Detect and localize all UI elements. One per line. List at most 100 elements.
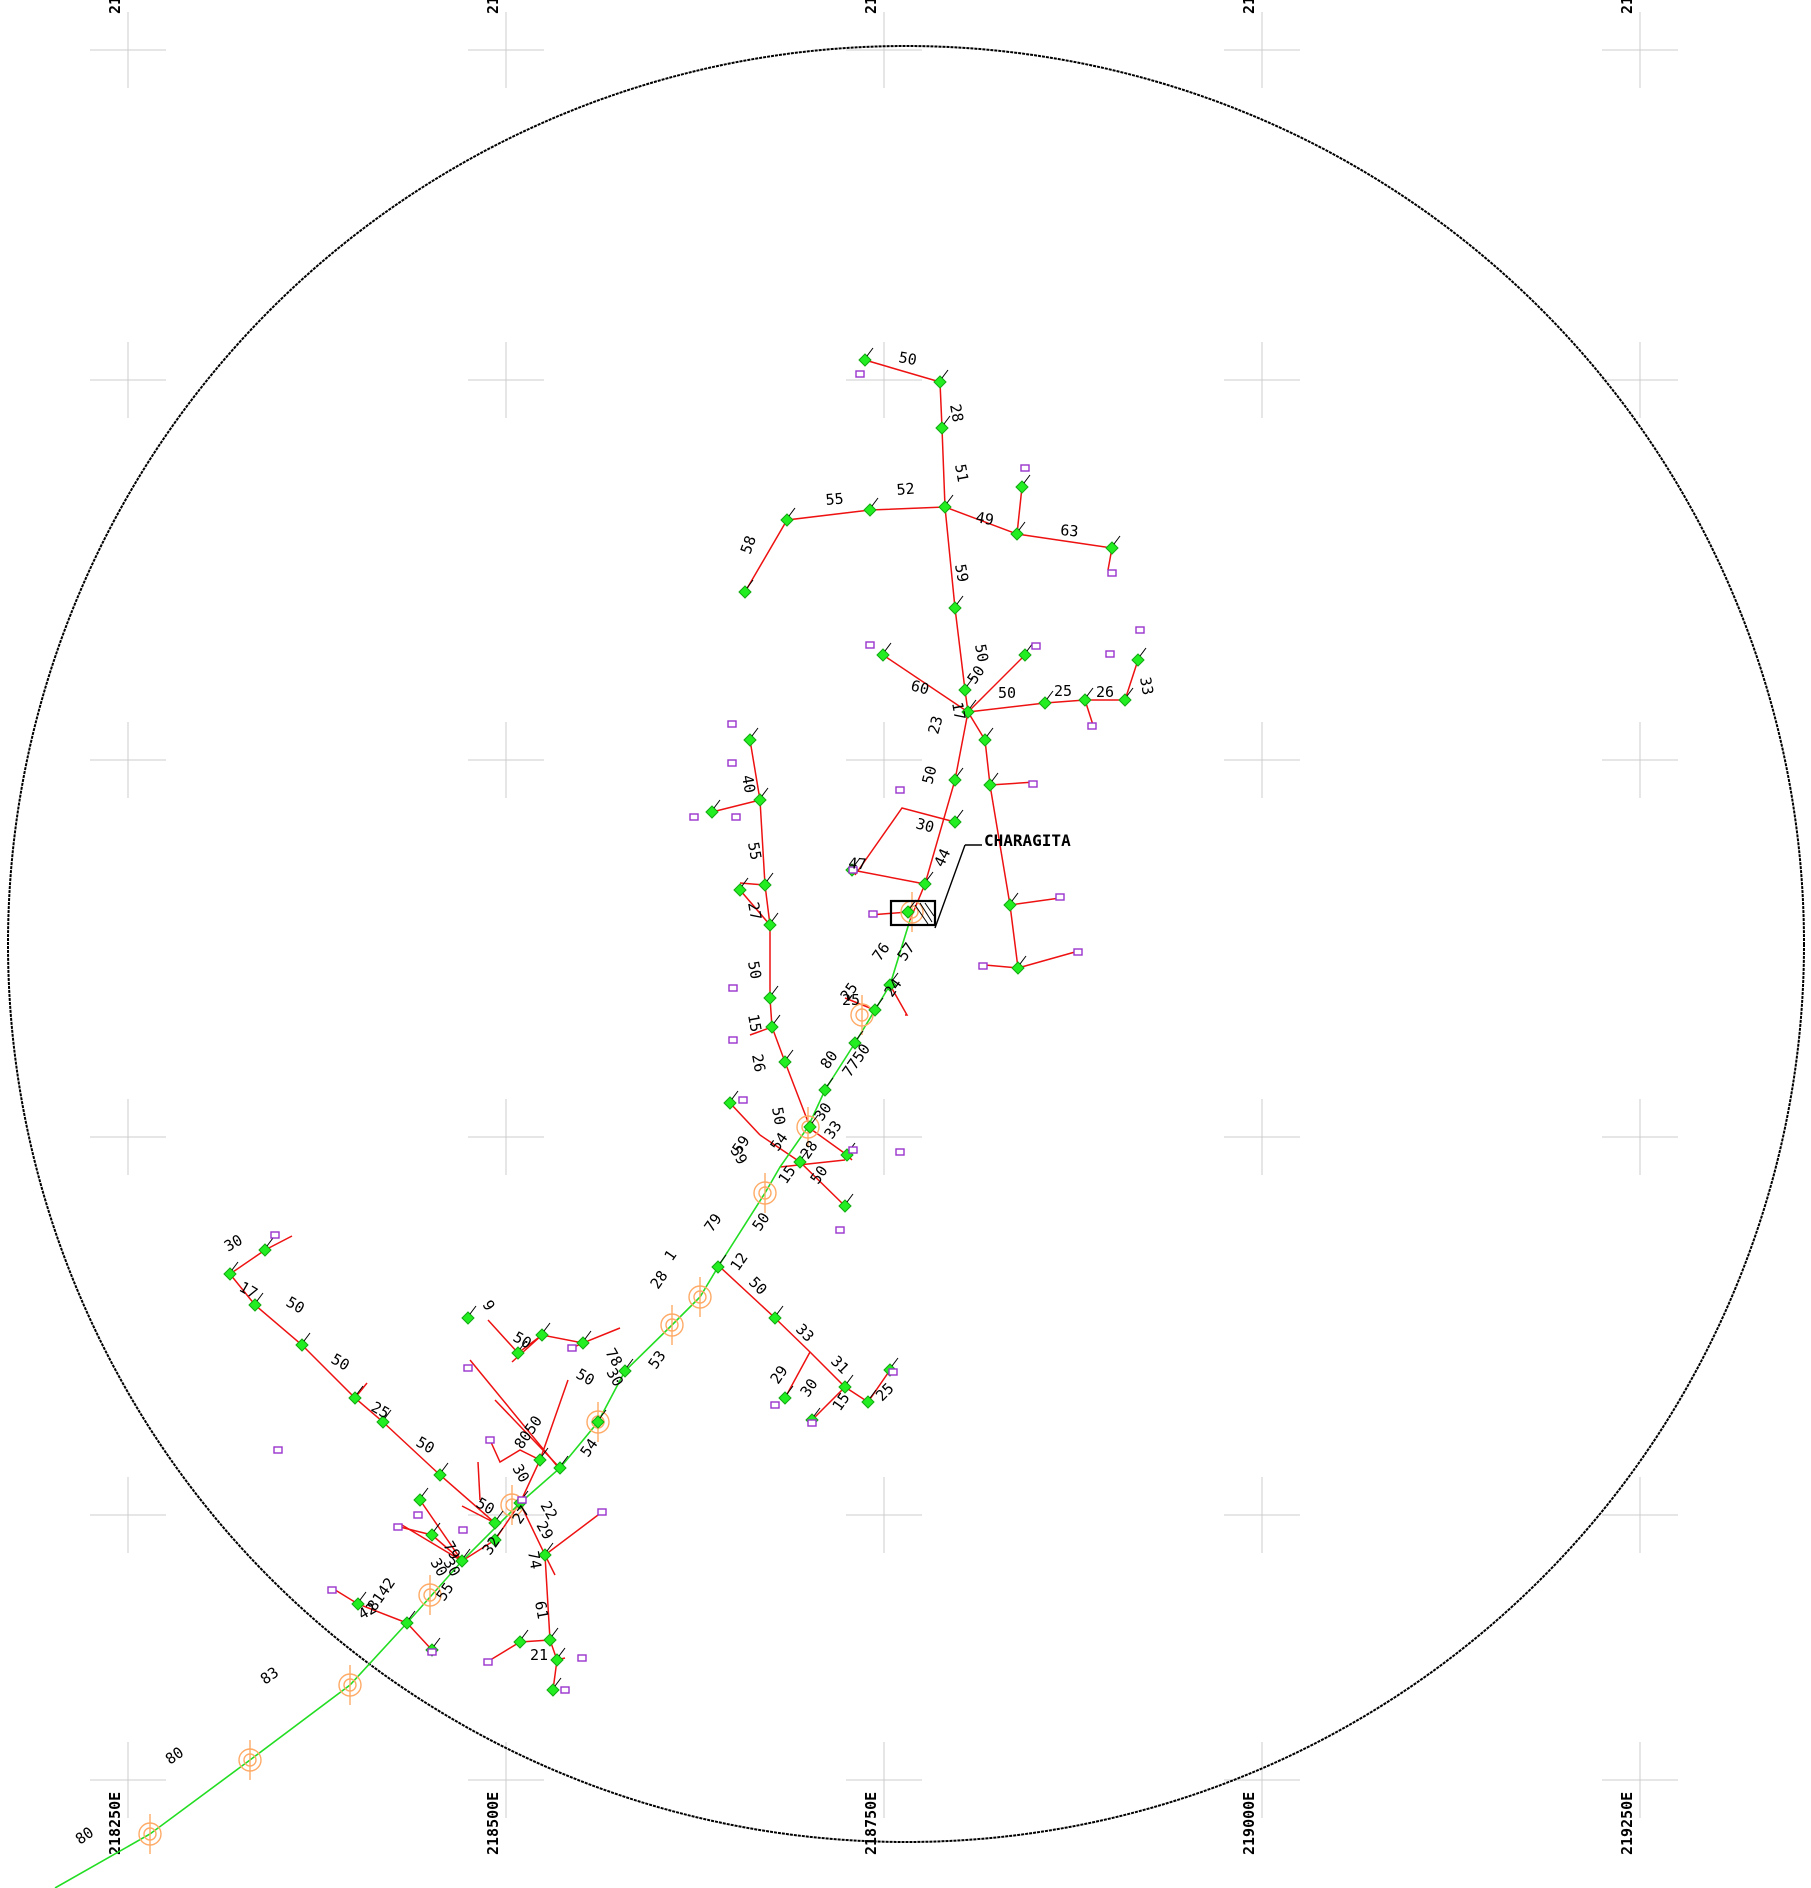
purple-endpoint-icon[interactable] (270, 1231, 280, 1239)
green-node-icon[interactable] (400, 1616, 414, 1630)
purple-endpoint-icon[interactable] (868, 910, 878, 918)
purple-endpoint-icon[interactable] (413, 1511, 423, 1519)
green-node-icon[interactable] (768, 1311, 782, 1325)
green-node-icon[interactable] (1015, 480, 1029, 494)
purple-endpoint-icon[interactable] (728, 984, 738, 992)
purple-endpoint-icon[interactable] (731, 813, 741, 821)
purple-endpoint-icon[interactable] (978, 962, 988, 970)
green-node-icon[interactable] (511, 1346, 525, 1360)
green-node-icon[interactable] (983, 778, 997, 792)
green-node-icon[interactable] (1011, 961, 1025, 975)
purple-endpoint-icon[interactable] (1055, 893, 1065, 901)
purple-endpoint-icon[interactable] (689, 813, 699, 821)
purple-endpoint-icon[interactable] (727, 720, 737, 728)
purple-endpoint-icon[interactable] (560, 1686, 570, 1694)
green-node-icon[interactable] (848, 1036, 862, 1050)
green-node-icon[interactable] (935, 421, 949, 435)
green-node-icon[interactable] (763, 918, 777, 932)
green-node-icon[interactable] (838, 1380, 852, 1394)
green-node-icon[interactable] (433, 1468, 447, 1482)
purple-endpoint-icon[interactable] (807, 1419, 817, 1427)
purple-endpoint-icon[interactable] (577, 1654, 587, 1662)
green-node-icon[interactable] (538, 1548, 552, 1562)
purple-endpoint-icon[interactable] (273, 1446, 283, 1454)
green-node-icon[interactable] (723, 1096, 737, 1110)
purple-endpoint-icon[interactable] (1135, 626, 1145, 634)
green-node-icon[interactable] (858, 353, 872, 367)
green-node-icon[interactable] (1131, 653, 1145, 667)
purple-endpoint-icon[interactable] (458, 1526, 468, 1534)
green-node-icon[interactable] (863, 503, 877, 517)
purple-endpoint-icon[interactable] (895, 1148, 905, 1156)
green-node-icon[interactable] (550, 1653, 564, 1667)
green-node-icon[interactable] (461, 1311, 475, 1325)
green-node-icon[interactable] (711, 1260, 725, 1274)
green-node-icon[interactable] (535, 1328, 549, 1342)
green-node-icon[interactable] (576, 1336, 590, 1350)
purple-endpoint-icon[interactable] (597, 1508, 607, 1516)
green-node-icon[interactable] (778, 1055, 792, 1069)
purple-endpoint-icon[interactable] (855, 370, 865, 378)
green-node-icon[interactable] (1010, 527, 1024, 541)
green-node-icon[interactable] (818, 1083, 832, 1097)
green-node-icon[interactable] (488, 1533, 502, 1547)
green-node-icon[interactable] (733, 883, 747, 897)
purple-endpoint-icon[interactable] (1073, 948, 1083, 956)
purple-endpoint-icon[interactable] (393, 1523, 403, 1531)
green-node-icon[interactable] (961, 705, 975, 719)
green-node-icon[interactable] (1018, 648, 1032, 662)
purple-endpoint-icon[interactable] (1031, 642, 1041, 650)
green-node-icon[interactable] (793, 1155, 807, 1169)
green-node-icon[interactable] (705, 805, 719, 819)
purple-endpoint-icon[interactable] (1020, 464, 1030, 472)
purple-endpoint-icon[interactable] (727, 759, 737, 767)
purple-endpoint-icon[interactable] (888, 1368, 898, 1376)
green-node-icon[interactable] (778, 1391, 792, 1405)
green-node-icon[interactable] (553, 1461, 567, 1475)
purple-endpoint-icon[interactable] (1028, 780, 1038, 788)
purple-endpoint-icon[interactable] (738, 1096, 748, 1104)
green-node-icon[interactable] (488, 1516, 502, 1530)
purple-endpoint-icon[interactable] (848, 1146, 858, 1154)
green-node-icon[interactable] (948, 815, 962, 829)
purple-endpoint-icon[interactable] (1105, 650, 1115, 658)
green-node-icon[interactable] (765, 1020, 779, 1034)
green-node-icon[interactable] (948, 773, 962, 787)
green-node-icon[interactable] (248, 1298, 262, 1312)
purple-endpoint-icon[interactable] (835, 1226, 845, 1234)
purple-endpoint-icon[interactable] (865, 641, 875, 649)
green-node-icon[interactable] (1003, 898, 1017, 912)
green-node-icon[interactable] (1038, 696, 1052, 710)
green-node-icon[interactable] (1105, 541, 1119, 555)
purple-endpoint-icon[interactable] (770, 1401, 780, 1409)
purple-endpoint-icon[interactable] (567, 1344, 577, 1352)
green-node-icon[interactable] (1078, 693, 1092, 707)
green-node-icon[interactable] (1118, 693, 1132, 707)
green-node-icon[interactable] (978, 733, 992, 747)
purple-endpoint-icon[interactable] (1107, 569, 1117, 577)
green-node-icon[interactable] (918, 877, 932, 891)
green-node-icon[interactable] (868, 1003, 882, 1017)
green-node-icon[interactable] (351, 1597, 365, 1611)
green-node-icon[interactable] (758, 878, 772, 892)
purple-endpoint-icon[interactable] (485, 1436, 495, 1444)
green-node-icon[interactable] (743, 733, 757, 747)
purple-endpoint-icon[interactable] (517, 1496, 527, 1504)
green-node-icon[interactable] (948, 601, 962, 615)
green-node-icon[interactable] (803, 1120, 817, 1134)
purple-endpoint-icon[interactable] (848, 866, 858, 874)
green-node-icon[interactable] (933, 375, 947, 389)
green-node-icon[interactable] (958, 683, 972, 697)
green-node-icon[interactable] (838, 1199, 852, 1213)
purple-endpoint-icon[interactable] (427, 1648, 437, 1656)
green-node-icon[interactable] (543, 1633, 557, 1647)
green-node-icon[interactable] (591, 1415, 605, 1429)
green-node-icon[interactable] (376, 1415, 390, 1429)
green-node-icon[interactable] (763, 991, 777, 1005)
green-node-icon[interactable] (876, 648, 890, 662)
purple-endpoint-icon[interactable] (463, 1364, 473, 1372)
purple-endpoint-icon[interactable] (483, 1658, 493, 1666)
green-node-icon[interactable] (223, 1267, 237, 1281)
purple-endpoint-icon[interactable] (895, 786, 905, 794)
green-node-icon[interactable] (938, 500, 952, 514)
